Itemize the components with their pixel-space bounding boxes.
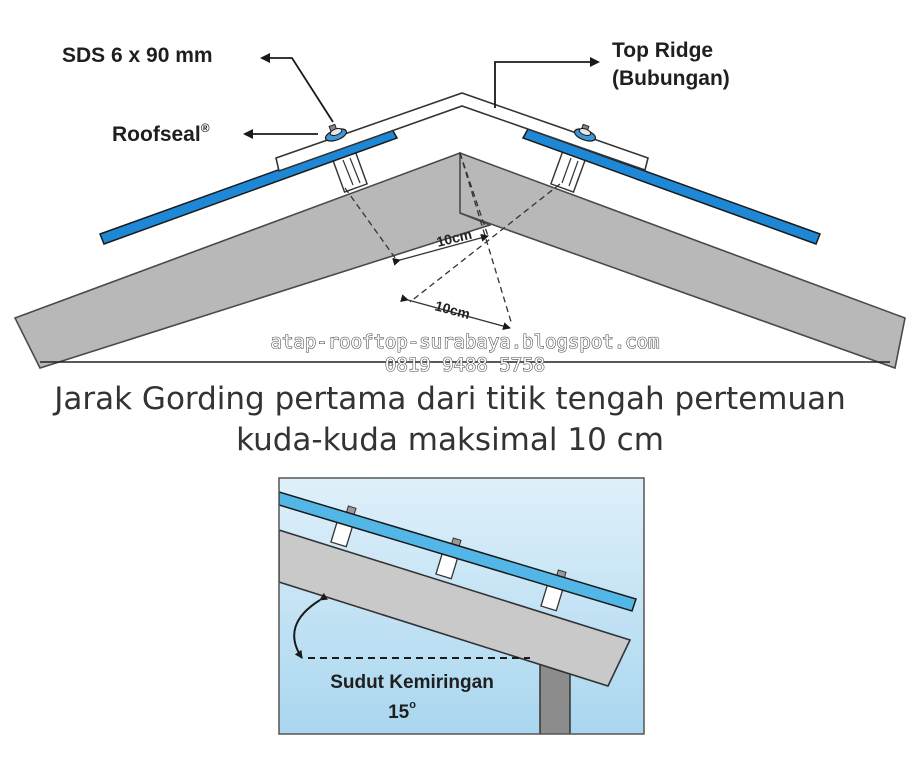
dimension-arrow-2 xyxy=(400,294,511,331)
roof-truss-diagram: 10cm 10cm SDS 6 x 90 mm Roofseal® Top Ri… xyxy=(13,39,906,370)
screw-label: SDS 6 x 90 mm xyxy=(62,44,213,67)
angle-arc-icon xyxy=(293,592,329,659)
slope-inset: Sudut Kemiringan 15o xyxy=(278,477,645,735)
slope-label: Sudut Kemiringan xyxy=(330,672,494,693)
roofseal-label: Roofseal® xyxy=(112,121,210,146)
ridge-label-line1: Top Ridge xyxy=(612,39,713,62)
ridge-arrow xyxy=(494,57,600,108)
watermark-url: atap-rooftop-surabaya.blogspot.com xyxy=(271,331,660,353)
caption-line-2: kuda-kuda maksimal 10 cm xyxy=(236,422,664,458)
screw-arrow xyxy=(260,53,334,123)
inset-rafter xyxy=(279,529,632,687)
screw-left-icon xyxy=(324,123,348,142)
dimension-label-2: 10cm xyxy=(433,297,472,322)
inset-roof-sheet xyxy=(279,491,637,612)
dimension-arrow-1 xyxy=(392,233,489,266)
watermark-phone: 0819 9488 5758 xyxy=(385,354,545,376)
degree-mark: o xyxy=(409,699,416,711)
rafter-right-edge xyxy=(459,212,491,226)
screw-right-icon xyxy=(573,123,597,142)
top-ridge xyxy=(275,92,649,173)
label-arrows xyxy=(243,53,600,139)
rafter-right xyxy=(459,151,906,370)
registered-mark: ® xyxy=(201,121,210,135)
slope-angle: 15o xyxy=(388,699,416,723)
roof-sheet-right xyxy=(521,128,821,245)
ridge-label-line2: (Bubungan) xyxy=(612,67,730,90)
inset-frame xyxy=(278,477,645,735)
caption-line-1: Jarak Gording pertama dari titik tengah … xyxy=(52,381,846,417)
dimension-lines xyxy=(344,152,561,331)
